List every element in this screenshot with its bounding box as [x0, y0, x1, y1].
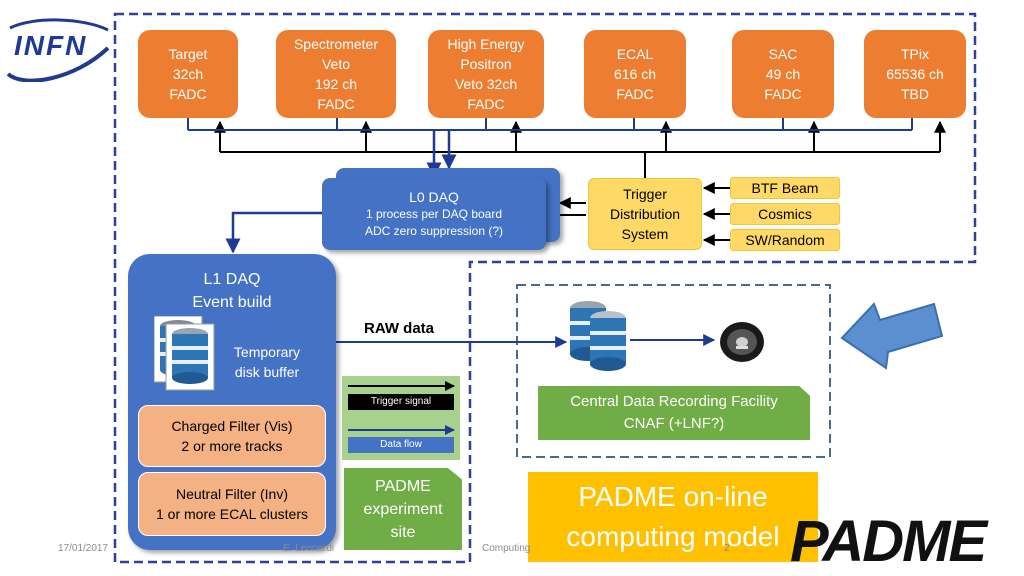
- tape-reel-icon: [718, 320, 766, 364]
- footer-fragment: Computing: [482, 543, 531, 554]
- footer-date: 17/01/2017: [58, 543, 109, 554]
- detector-ecal: ECAL 616 ch FADC: [584, 30, 686, 118]
- cdr-database-icon: [568, 300, 630, 372]
- pointer-arrow-icon: [838, 292, 948, 372]
- detector-spectrometer-veto: Spectrometer Veto 192 ch FADC: [276, 30, 396, 118]
- source-btf-beam: BTF Beam: [730, 177, 840, 199]
- page-title: PADME on-line computing model: [528, 472, 818, 562]
- footer-page-number: 2: [724, 543, 730, 554]
- central-data-recording-facility: Central Data Recording Facility CNAF (+L…: [538, 386, 810, 440]
- legend: Trigger signal Data flow: [342, 376, 460, 460]
- trigger-distribution-system: Trigger Distribution System: [588, 178, 702, 250]
- l0-daq-line2: ADC zero suppression (?): [364, 224, 504, 238]
- temporary-disk-buffer-label: Temporary disk buffer: [233, 344, 301, 380]
- raw-data-label: RAW data: [364, 320, 435, 337]
- l0-daq-line1: 1 process per DAQ board: [365, 207, 503, 221]
- neutral-filter: Neutral Filter (Inv) 1 or more ECAL clus…: [138, 472, 326, 536]
- detector-high-energy-positron-veto: High Energy Positron Veto 32ch FADC: [428, 30, 544, 118]
- l0-daq-title: L0 DAQ: [409, 189, 459, 205]
- padme-logo-text: PADME: [790, 512, 987, 574]
- l1-daq-title: L1 DAQ: [203, 271, 261, 288]
- database-icon: [153, 315, 216, 392]
- infn-logo: INFN: [4, 18, 112, 83]
- detector-target: Target 32ch FADC: [138, 30, 238, 118]
- detector-tpix: TPix 65536 ch TBD: [864, 30, 966, 118]
- padme-site-note: PADME experiment site: [344, 468, 462, 550]
- source-sw-random: SW/Random: [730, 229, 840, 251]
- charged-filter: Charged Filter (Vis) 2 or more tracks: [138, 405, 326, 467]
- legend-data-flow: Data flow: [348, 437, 454, 453]
- l0-daq-box: L0 DAQ 1 process per DAQ board ADC zero …: [322, 178, 546, 250]
- padme-logo: PADME: [790, 512, 1024, 576]
- detector-sac: SAC 49 ch FADC: [732, 30, 834, 118]
- l1-daq-subtitle: Event build: [192, 294, 272, 311]
- footer-author: E. Leonardi: [283, 543, 335, 554]
- legend-trigger-signal: Trigger signal: [348, 394, 454, 410]
- infn-logo-text: INFN: [14, 30, 88, 61]
- source-cosmics: Cosmics: [730, 203, 840, 225]
